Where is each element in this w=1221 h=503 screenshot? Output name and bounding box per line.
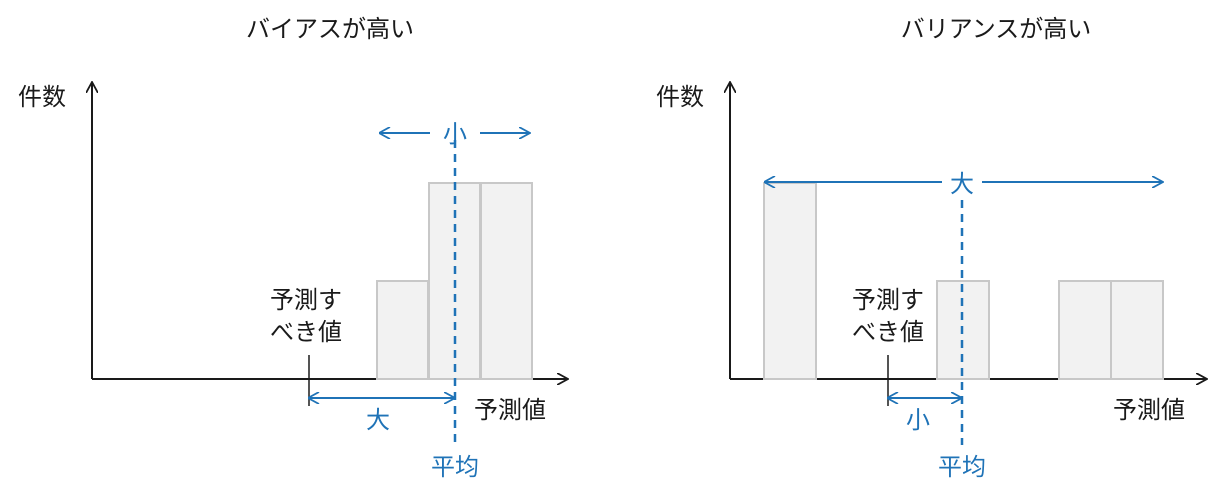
right-mean-label: 平均 — [938, 453, 986, 481]
right-x-axis-label: 予測値 — [1113, 396, 1185, 424]
right-target-label-line1: 予測す — [852, 286, 924, 314]
right-bar — [1058, 280, 1112, 380]
left-target-label-line1: 予測す — [270, 286, 342, 314]
left-y-axis-label: 件数 — [18, 83, 66, 111]
left-x-axis-label: 予測値 — [474, 396, 546, 424]
left-panel: バイアスが高い 件数 予測値 平均 小 予測す べき値 大 — [18, 15, 568, 481]
left-panel-title: バイアスが高い — [246, 15, 414, 43]
left-mean-label: 平均 — [431, 453, 479, 481]
right-bar — [763, 182, 817, 380]
left-error-label: 大 — [366, 406, 390, 434]
right-target-label-line2: べき値 — [852, 318, 924, 346]
right-panel-title: バリアンスが高い — [901, 15, 1092, 43]
left-bar — [376, 280, 429, 380]
left-spread-label: 小 — [443, 120, 467, 148]
right-bar — [936, 280, 990, 380]
right-error-label: 小 — [906, 406, 930, 434]
left-target-label-line2: べき値 — [270, 318, 342, 346]
left-bar — [480, 182, 533, 380]
right-spread-label: 大 — [950, 170, 974, 198]
right-bar — [1110, 280, 1164, 380]
right-y-axis-label: 件数 — [656, 83, 704, 111]
right-panel: バリアンスが高い 件数 予測値 平均 大 予測す べき値 小 — [656, 15, 1207, 481]
